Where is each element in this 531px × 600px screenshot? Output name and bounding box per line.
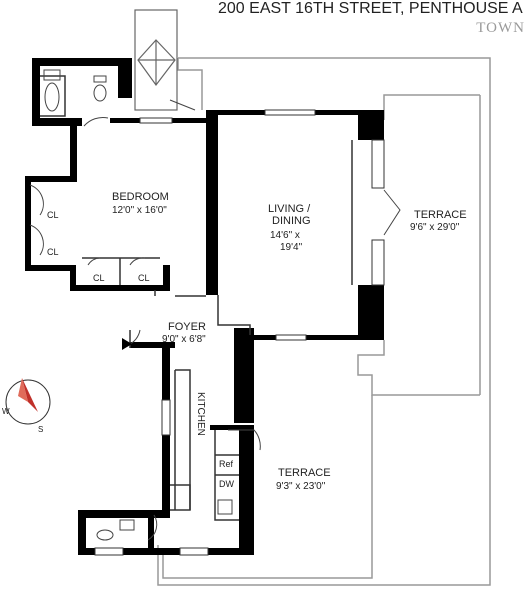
windows	[94, 109, 385, 556]
bedroom-dims: 12'0" x 16'0"	[112, 205, 167, 216]
range-icon	[217, 499, 233, 515]
toilet-icon	[93, 84, 107, 102]
entry-arrow-icon	[122, 338, 132, 350]
living-dims-2: 19'4"	[280, 242, 303, 253]
ref-label: Ref	[219, 459, 234, 469]
terrace-east-name: TERRACE	[414, 209, 467, 221]
living-name-1: LIVING /	[268, 203, 311, 215]
closet-label-3: CL	[93, 273, 105, 283]
closet-label-4: CL	[138, 273, 150, 283]
living-name-2: DINING	[272, 215, 311, 227]
foyer-dims: 9'0" x 6'8"	[162, 334, 206, 345]
toilet-icon-2	[96, 529, 114, 541]
closet-label-2: CL	[47, 247, 59, 257]
bedroom-name: BEDROOM	[112, 191, 169, 203]
kitchen-name: KITCHEN	[195, 392, 206, 436]
dw-label: DW	[219, 479, 234, 489]
brand-logo: TOWN	[476, 20, 525, 36]
walls	[25, 58, 384, 555]
foyer-name: FOYER	[168, 321, 206, 333]
terrace-east-dims: 9'6" x 29'0"	[410, 222, 460, 233]
door-swings	[29, 99, 401, 541]
compass-s: S	[38, 425, 43, 434]
sink-icon-2	[119, 519, 135, 531]
compass-w: W	[2, 407, 10, 416]
stair-tower	[134, 9, 178, 111]
sink-icon	[43, 69, 61, 81]
terrace-south-dims: 9'3" x 23'0"	[276, 481, 326, 492]
tub-icon	[44, 82, 60, 112]
closet-label-1: CL	[47, 210, 59, 220]
thin-walls	[40, 75, 353, 521]
fixtures	[43, 69, 233, 541]
living-dims-1: 14'6" x	[270, 230, 300, 241]
address-header: 200 EAST 16TH STREET, PENTHOUSE A	[218, 0, 523, 17]
terrace-south-name: TERRACE	[278, 467, 331, 479]
compass-icon	[5, 378, 51, 425]
